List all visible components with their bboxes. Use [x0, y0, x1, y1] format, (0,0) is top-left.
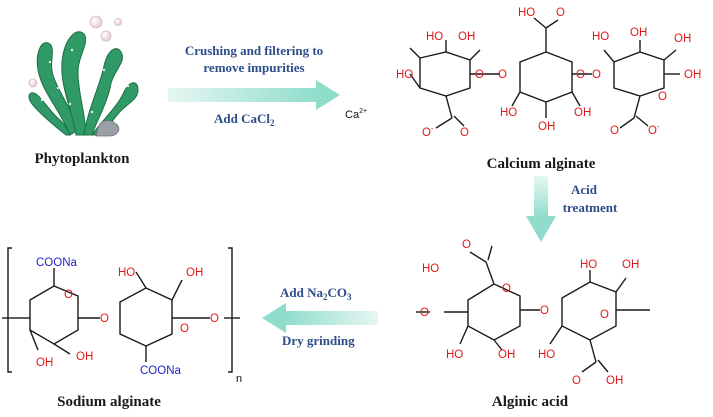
step-crushing-line2: remove impurities	[203, 60, 304, 75]
svg-text:HO: HO	[396, 69, 413, 81]
alginic-acid-atoms: O HO O O O HO OH HO OH O HO O OH	[420, 239, 639, 387]
svg-text:OH: OH	[630, 27, 647, 39]
step-acid-line1: Acid	[571, 182, 598, 197]
ca-ion-label: Ca2+	[345, 108, 367, 121]
caption-calcium-alginate: Calcium alginate	[487, 156, 596, 172]
svg-text:O: O	[475, 69, 484, 81]
svg-text:OH: OH	[684, 69, 701, 81]
svg-text:O: O	[658, 91, 667, 103]
svg-text:COONa: COONa	[36, 257, 78, 269]
bubble-icon	[114, 18, 122, 26]
step-add-na2co3: Add Na2CO3	[280, 285, 352, 302]
svg-text:OH: OH	[76, 351, 93, 363]
bubble-icon	[28, 78, 38, 88]
svg-text:OH: OH	[622, 259, 639, 271]
svg-text:O: O	[592, 69, 601, 81]
svg-text:OH: OH	[36, 357, 53, 369]
process-arrow-down	[526, 176, 556, 242]
svg-text:HO: HO	[426, 31, 443, 43]
svg-text:OH: OH	[498, 349, 515, 361]
svg-text:O: O	[100, 313, 109, 325]
caption-alginic-acid: Alginic acid	[492, 394, 569, 410]
step-crushing-line1: Crushing and filtering to	[185, 43, 323, 58]
svg-text:HO: HO	[422, 263, 439, 275]
svg-text:OH: OH	[186, 267, 203, 279]
svg-text:HO: HO	[538, 349, 555, 361]
svg-text:HO: HO	[118, 267, 135, 279]
svg-text:OH: OH	[606, 375, 623, 387]
process-arrow-right	[168, 80, 340, 110]
svg-text:OH: OH	[574, 107, 591, 119]
svg-text:HO: HO	[580, 259, 597, 271]
svg-text:O: O	[420, 307, 429, 319]
svg-text:O-: O-	[422, 124, 434, 139]
svg-text:O: O	[64, 289, 73, 301]
svg-text:O: O	[540, 305, 549, 317]
svg-text:O: O	[460, 127, 469, 139]
bubble-icon	[100, 30, 112, 42]
step-acid-line2: treatment	[563, 200, 618, 215]
svg-text:O: O	[610, 125, 619, 137]
phytoplankton-illustration	[28, 15, 139, 137]
svg-text:OH: OH	[538, 121, 555, 133]
svg-text:OH: OH	[674, 33, 691, 45]
svg-text:O: O	[210, 313, 219, 325]
caption-sodium-alginate: Sodium alginate	[57, 394, 161, 410]
step-add-cacl2: Add CaCl2	[214, 111, 275, 128]
svg-text:O: O	[498, 69, 507, 81]
calcium-alginate-atoms: HO OH HO O O O- O HO O O O HO OH OH HO O…	[396, 7, 701, 139]
svg-text:O: O	[462, 239, 471, 251]
svg-text:O-: O-	[648, 122, 660, 137]
svg-text:O: O	[180, 323, 189, 335]
process-arrow-left	[262, 303, 378, 333]
step-dry-grinding: Dry grinding	[282, 333, 355, 348]
svg-text:O: O	[556, 7, 565, 19]
calcium-alginate-structure	[409, 17, 680, 129]
bubble-icon	[89, 15, 103, 29]
sodium-alginate-atoms: COONa O O OH OH HO OH O O COONa n	[36, 257, 242, 385]
svg-text:O: O	[576, 69, 585, 81]
svg-text:OH: OH	[458, 31, 475, 43]
alginic-acid-structure	[416, 245, 650, 373]
svg-text:HO: HO	[518, 7, 535, 19]
svg-text:COONa: COONa	[140, 365, 182, 377]
svg-text:O: O	[502, 283, 511, 295]
svg-text:HO: HO	[500, 107, 517, 119]
svg-text:O: O	[572, 375, 581, 387]
rock-icon	[95, 120, 120, 137]
svg-text:HO: HO	[592, 31, 609, 43]
caption-phytoplankton: Phytoplankton	[34, 151, 130, 167]
svg-text:n: n	[236, 373, 242, 385]
sodium-alginate-structure	[2, 247, 240, 373]
svg-text:O: O	[600, 309, 609, 321]
svg-text:HO: HO	[446, 349, 463, 361]
